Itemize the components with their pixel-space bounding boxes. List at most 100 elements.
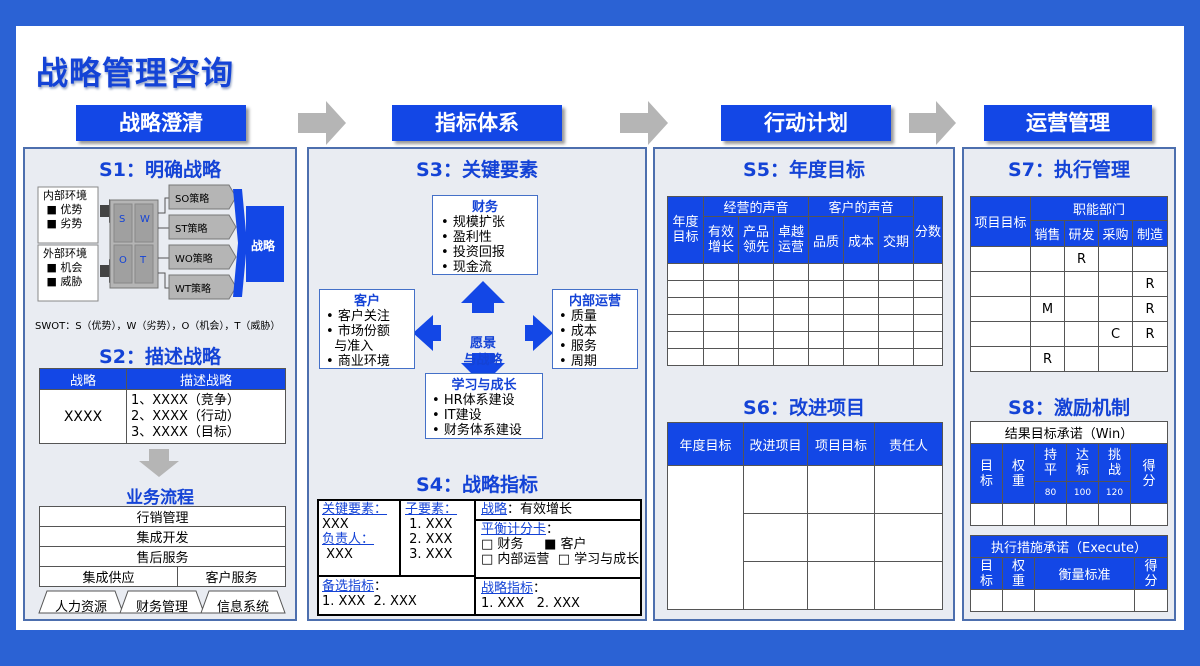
s2-col-describe: 描述战略	[126, 368, 286, 390]
s6-col: 改进项目	[743, 422, 808, 466]
s3-title: S3：关键要素	[416, 159, 538, 181]
s7-cell	[1064, 321, 1099, 347]
flow-row: 行销管理	[39, 506, 286, 527]
s4-title: S4：战略指标	[416, 474, 538, 496]
exec-header: 执行措施承诺（Execute）	[970, 535, 1168, 558]
header-indicator: 指标体系	[392, 105, 562, 141]
customer-item: 客户关注	[337, 309, 390, 324]
external-env: 外部环境 ■ 机会 ■ 威胁	[43, 247, 87, 288]
customer-title: 客户	[353, 294, 380, 309]
support-hr: 人力资源	[54, 600, 107, 615]
wt-strategy: WT策略	[175, 284, 211, 295]
strength-label: 优势	[60, 203, 83, 216]
s7-cell: R	[1132, 271, 1168, 297]
support-shapes	[38, 590, 286, 614]
internal-item: 质量	[570, 309, 597, 324]
st-strategy: ST策略	[175, 224, 208, 235]
win-level: 挑战	[1098, 443, 1131, 482]
customer-box: 客户 • 客户关注 • 市场份额 与准入 • 商业环境	[319, 289, 415, 369]
customer-item: 商业环境	[337, 354, 390, 369]
vision-center: 愿景与战略	[453, 335, 513, 369]
external-env-title: 外部环境	[43, 247, 87, 260]
flow-row: 售后服务	[39, 546, 286, 567]
ind-label: 战略指标	[481, 581, 534, 596]
s7-cell: C	[1098, 321, 1133, 347]
so-strategy: SO策略	[175, 194, 210, 205]
finance-item: 规模扩张	[452, 215, 505, 230]
s5-sub: 成本	[843, 216, 879, 264]
s7-cell	[1064, 271, 1099, 297]
s6-col: 年度目标	[667, 422, 744, 466]
s5-sub: 交期	[878, 216, 914, 264]
internal-item: 成本	[570, 324, 597, 339]
swot-o: O	[119, 255, 127, 266]
s4-alt: 备选指标： 1. XXX 2. XXX	[322, 579, 417, 609]
s7-col-goal: 项目目标	[970, 196, 1031, 247]
bsc-item: □ 内部运营	[481, 552, 550, 567]
finance-item: 现金流	[452, 260, 492, 275]
s2-table: 战略描述战略 XXXX 1、XXXX（竞争）2、XXXX（行动）3、XXXX（目…	[39, 368, 286, 444]
strategy-result: 战略	[251, 239, 276, 253]
s7-cell	[1132, 346, 1168, 372]
win-level: 持平	[1034, 443, 1067, 482]
finance-item: 盈利性	[452, 230, 492, 245]
flow-table: 行销管理 集成开发 售后服务 集成供应客户服务	[39, 506, 286, 587]
vision-arrows	[413, 281, 553, 385]
win-level-value: 120	[1098, 481, 1131, 504]
customer-item: 与准入	[334, 339, 374, 354]
bsc-item: □ 财务	[481, 537, 524, 552]
header-clarify: 战略澄清	[76, 105, 246, 141]
s5-table: 年度目标 经营的声音 客户的声音 分数 有效增长 产品领先 卓越运营 品质 成本…	[667, 196, 943, 366]
key-value: XXX	[322, 517, 349, 532]
finance-item: 投资回报	[452, 245, 505, 260]
panel-indicator: S3：关键要素 愿景与战略 财务 • 规模扩张 • 盈利性 • 投资回报 • 现…	[307, 147, 647, 621]
swot-s: S	[119, 214, 126, 225]
customer-item: 市场份额	[337, 324, 390, 339]
s7-cell	[1132, 246, 1168, 272]
swot-diagram	[37, 184, 284, 302]
s7-cell	[1030, 321, 1065, 347]
win-level-value: 100	[1066, 481, 1099, 504]
panel-action: S5：年度目标 年度目标 经营的声音 客户的声音 分数 有效增长 产品领先 卓越…	[653, 147, 955, 621]
flow-row: 客户服务	[177, 566, 286, 587]
learning-box: 学习与成长 • HR体系建设 • IT建设 • 财务体系建设	[425, 373, 543, 439]
ind-colon: ：	[533, 581, 547, 596]
s7-cell	[970, 271, 1031, 297]
arrow-left-icon	[413, 315, 441, 351]
s7-cell	[1064, 346, 1099, 372]
arrow-down-icon	[461, 353, 505, 385]
internal-box: 内部运营 • 质量 • 成本 • 服务 • 周期	[552, 289, 638, 369]
strategy-value: ：有效增长	[507, 502, 573, 517]
wo-strategy: WO策略	[175, 254, 213, 265]
weakness-label: 劣势	[60, 217, 83, 230]
s2-title: S2：描述战略	[99, 346, 221, 368]
finance-box: 财务 • 规模扩张 • 盈利性 • 投资回报 • 现金流	[432, 195, 538, 275]
exec-goal: 目标	[970, 557, 1003, 590]
s8-win-table: 结果目标承诺（Win） 目标 权重 持平 达标 挑战 得分 80 100 120	[970, 421, 1168, 526]
s5-annual: 年度目标	[667, 196, 704, 264]
s4-ind: 战略指标： 1. XXX 2. XXX	[481, 581, 580, 611]
bsc-item: □ 学习与成长	[557, 552, 640, 567]
arrow-right-icon	[298, 101, 346, 145]
win-weight: 权重	[1002, 443, 1035, 504]
flow-row: 集成开发	[39, 526, 286, 547]
s2-line: 2、XXXX（行动）	[131, 408, 240, 424]
s7-cell	[970, 346, 1031, 372]
exec-weight: 权重	[1002, 557, 1035, 590]
arrow-right-icon	[620, 101, 668, 145]
alt-value: 1. XXX 2. XXX	[322, 594, 417, 609]
swot-w: W	[140, 214, 150, 225]
dept-rd: 研发	[1064, 220, 1099, 247]
s5-group1: 经营的声音	[703, 196, 809, 217]
s4-card: 关键要素： XXX 负责人： XXX 子要素： 1. XXX 2. XXX 3.…	[317, 499, 642, 616]
internal-title: 内部运营	[568, 294, 621, 309]
finance-title: 财务	[471, 200, 498, 215]
support-it: 信息系统	[216, 600, 269, 615]
s7-cell	[1064, 296, 1099, 322]
s7-cell: M	[1030, 296, 1065, 322]
s4-sub: 子要素： 1. XXX 2. XXX 3. XXX	[405, 502, 457, 562]
arrows-layer	[298, 101, 956, 145]
s5-group2: 客户的声音	[808, 196, 914, 217]
s2-cell-strategy: XXXX	[39, 389, 127, 444]
s2-line: 1、XXXX（竞争）	[131, 392, 240, 408]
